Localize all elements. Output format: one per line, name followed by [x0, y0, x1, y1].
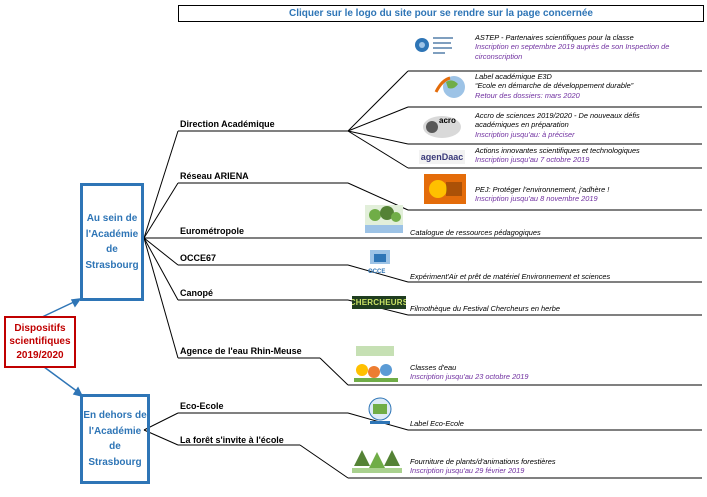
eurometropole-logo-icon	[365, 205, 403, 233]
branch-agence-eau: Agence de l'eau Rhin-Meuse	[180, 346, 302, 356]
occe-logo-icon: OCCE	[368, 250, 390, 275]
foret-logo[interactable]	[352, 448, 402, 474]
item-e3d-subtitle: “Ecole en démarche de développement dura…	[475, 81, 634, 91]
item-e3d: Label académique E3D “Ecole en démarche …	[475, 72, 633, 100]
group-outside-line-1: En dehors de	[83, 410, 147, 421]
item-actions: Actions innovantes scientifiques et tech…	[475, 146, 640, 165]
item-astep-inscription-1: Inscription en septembre 2019 auprès de …	[475, 42, 670, 52]
group-inside-academie: Au sein de l'Académie de Strasbourg	[80, 183, 144, 301]
item-pej-title: PEJ: Protéger l'environnement, j'adhère …	[475, 185, 610, 194]
arrow-root-inside	[39, 300, 77, 319]
item-label-eco-ecole: Label Eco-Ecole	[410, 419, 464, 428]
item-catalogue-title: Catalogue de ressources pédagogiques	[410, 228, 541, 237]
item-labeleco-title: Label Eco-Ecole	[410, 419, 464, 428]
tree-icon	[352, 450, 402, 473]
group-outside-line-2: l'Académie	[88, 425, 142, 437]
item-filmotheque: Filmothèque du Festival Chercheurs en he…	[410, 304, 560, 313]
item-fourniture-deadline: Inscription jusqu'au 29 février 2019	[410, 466, 525, 476]
item-e3d-title: Label académique E3D	[475, 72, 552, 81]
astep-logo-icon	[415, 37, 453, 54]
agence-eau-logo-icon	[354, 346, 398, 382]
item-e3d-deadline: Retour des dossiers: mars 2020	[475, 90, 580, 100]
e3d-globe-icon	[434, 76, 465, 98]
item-experiment-title: Expériment'Air et prêt de matériel Envir…	[410, 272, 611, 281]
root-line-2: scientifiques	[9, 336, 71, 348]
branch-occe67: OCCE67	[180, 253, 217, 263]
pej-logo-icon	[424, 174, 466, 204]
chercheurs-logo-text: CHERCHEURS	[352, 298, 406, 307]
root-dispositifs-box: Dispositifs scientifiques 2019/2020	[4, 316, 76, 368]
group-inside-line-3: de	[106, 244, 118, 255]
chercheurs-logo[interactable]: CHERCHEURS	[352, 296, 406, 309]
branch-direction-academique: Direction Académique	[180, 119, 275, 129]
group-outside-academie: En dehors de l'Académie de Strasbourg	[80, 394, 150, 484]
pej-logo[interactable]	[424, 174, 466, 204]
instruction-banner: Cliquer sur le logo du site pour se rend…	[178, 5, 704, 22]
branch-reseau-ariena: Réseau ARIENA	[180, 171, 249, 181]
eco-ecole-logo[interactable]	[362, 396, 398, 426]
branch-eco-ecole: Eco-Ecole	[180, 401, 224, 411]
item-fourniture-title: Fourniture de plants/d'animations forest…	[410, 457, 556, 466]
root-line-1: Dispositifs	[14, 322, 66, 334]
occe-logo-text: OCCE	[368, 269, 385, 275]
eurometropole-logo[interactable]	[365, 205, 403, 233]
item-actions-deadline: Inscription jusqu'au 7 octobre 2019	[475, 155, 590, 165]
group-inside-line-4: Strasbourg	[85, 259, 139, 271]
item-actions-title: Actions innovantes scientifiques et tech…	[475, 146, 640, 155]
agendaac-logo[interactable]: agenDaac	[419, 150, 465, 164]
eco-ecole-logo-icon	[368, 397, 392, 424]
item-astep: ASTEP - Partenaires scientifiques pour l…	[475, 33, 669, 61]
item-classes-deadline: Inscription jusqu'au 23 octobre 2019	[410, 372, 529, 382]
e3d-logo[interactable]	[432, 72, 466, 102]
connector-inside-direction	[143, 130, 179, 239]
item-accro-title: Accro de sciences 2019/2020 - De nouveau…	[475, 111, 640, 120]
connector-astep	[347, 70, 409, 132]
accro-logo-icon: acro	[423, 116, 461, 138]
astep-logo[interactable]	[413, 32, 455, 58]
item-astep-inscription-2: circonscription	[475, 51, 523, 61]
item-accro-deadline: Inscription jusqu'au: à préciser	[475, 129, 575, 139]
item-classes-title: Classes d'eau	[410, 363, 457, 372]
item-pej: PEJ: Protéger l'environnement, j'adhère …	[475, 185, 609, 204]
item-catalogue: Catalogue de ressources pédagogiques	[410, 228, 541, 237]
accro-sciences-logo[interactable]: acro	[418, 110, 466, 140]
item-classes-eau: Classes d'eau Inscription jusqu'au 23 oc…	[410, 363, 529, 382]
item-fourniture: Fourniture de plants/d'animations forest…	[410, 457, 556, 476]
item-accro: Accro de sciences 2019/2020 - De nouveau…	[475, 111, 640, 139]
agendaac-logo-text: agenDaac	[420, 152, 464, 162]
occe-logo[interactable]: OCCE	[364, 246, 400, 276]
group-outside-line-3: de	[109, 441, 121, 452]
group-inside-line-2: l'Académie	[85, 228, 139, 240]
item-pej-deadline: Inscription jusqu'au 8 novembre 2019	[475, 194, 598, 204]
item-accro-subtitle: académiques en préparation	[475, 120, 569, 130]
group-outside-line-4: Strasbourg	[88, 456, 142, 468]
arrow-root-outside	[39, 363, 79, 393]
branch-eurometropole: Eurométropole	[180, 226, 245, 236]
agence-eau-logo[interactable]	[350, 344, 402, 384]
branch-foret: La forêt s'invite à l'école	[180, 435, 284, 445]
item-experiment: Expériment'Air et prêt de matériel Envir…	[410, 272, 610, 281]
group-inside-line-1: Au sein de	[86, 213, 138, 224]
item-filmotheque-title: Filmothèque du Festival Chercheurs en he…	[410, 304, 560, 313]
root-line-3: 2019/2020	[16, 349, 64, 361]
accro-logo-text: acro	[439, 116, 456, 125]
item-astep-title: ASTEP - Partenaires scientifiques pour l…	[475, 33, 634, 42]
branch-canope: Canopé	[180, 288, 214, 298]
